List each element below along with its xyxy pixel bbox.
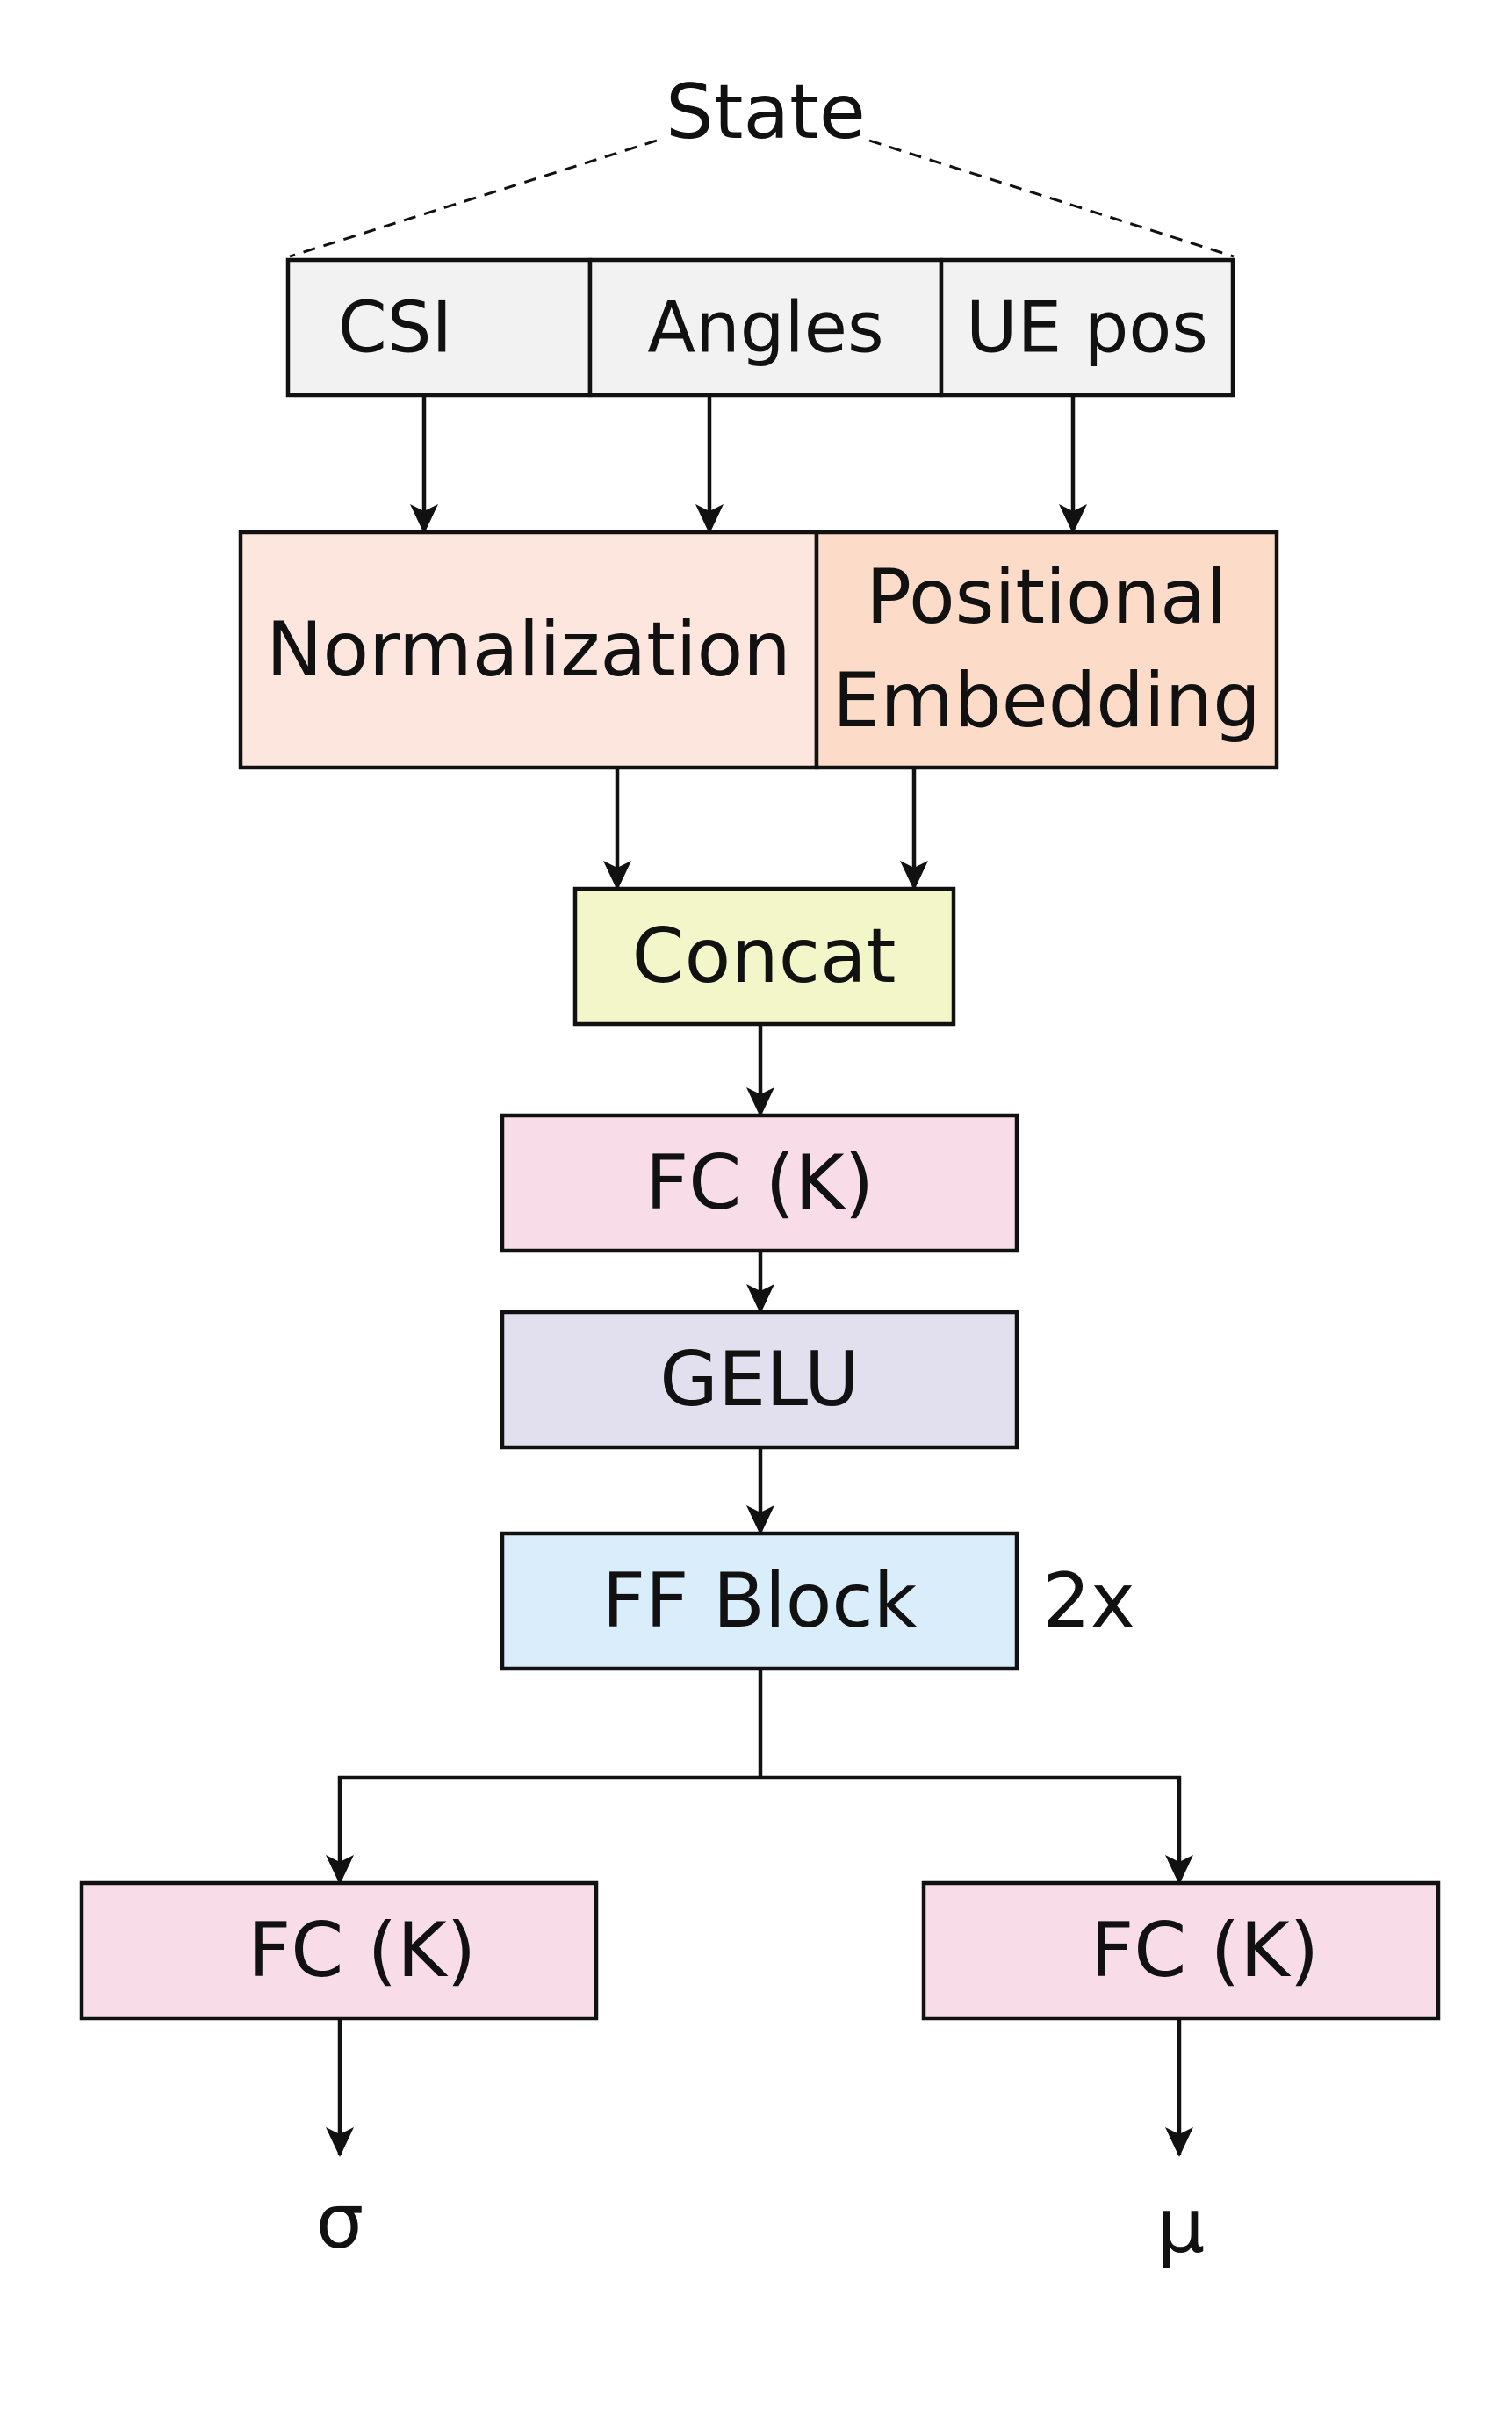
fc-main-box xyxy=(500,1113,1019,1253)
gelu-box xyxy=(500,1310,1019,1450)
csi-box xyxy=(285,257,593,398)
fc-right-box xyxy=(921,1880,1441,2021)
concat-box xyxy=(572,886,956,1027)
input-row: CSI Angles UE pos xyxy=(285,257,1235,398)
preprocess-row: Normalization Positional Embedding xyxy=(238,530,1279,770)
fc-right-label: FC (K) xyxy=(1091,1907,1319,1995)
gelu-label: GELU xyxy=(659,1336,860,1424)
state-dashed-right xyxy=(868,139,1235,258)
ue-pos-box xyxy=(939,257,1235,398)
ff-block-repeat-label: 2x xyxy=(1042,1557,1135,1645)
positional-embedding-label-line2: Embedding xyxy=(832,657,1261,745)
positional-embedding-box xyxy=(814,530,1279,770)
angles-label: Angles xyxy=(647,287,883,369)
positional-embedding-label-line1: Positional xyxy=(866,553,1227,641)
fc-main-label: FC (K) xyxy=(645,1139,874,1227)
fc-left-box xyxy=(79,1880,599,2021)
normalization-box xyxy=(238,530,819,770)
csi-label: CSI xyxy=(338,287,452,369)
normalization-label: Normalization xyxy=(266,606,791,694)
state-label: State xyxy=(666,69,866,156)
state-dashed-left xyxy=(289,139,658,258)
fc-left-label: FC (K) xyxy=(248,1907,476,1995)
ff-block-label: FF Block xyxy=(602,1557,918,1645)
output-sigma-label: σ xyxy=(316,2178,364,2266)
ue-pos-label: UE pos xyxy=(966,287,1208,369)
angles-box xyxy=(587,257,944,398)
output-mu-label: μ xyxy=(1157,2183,1206,2270)
concat-label: Concat xyxy=(632,913,896,1000)
